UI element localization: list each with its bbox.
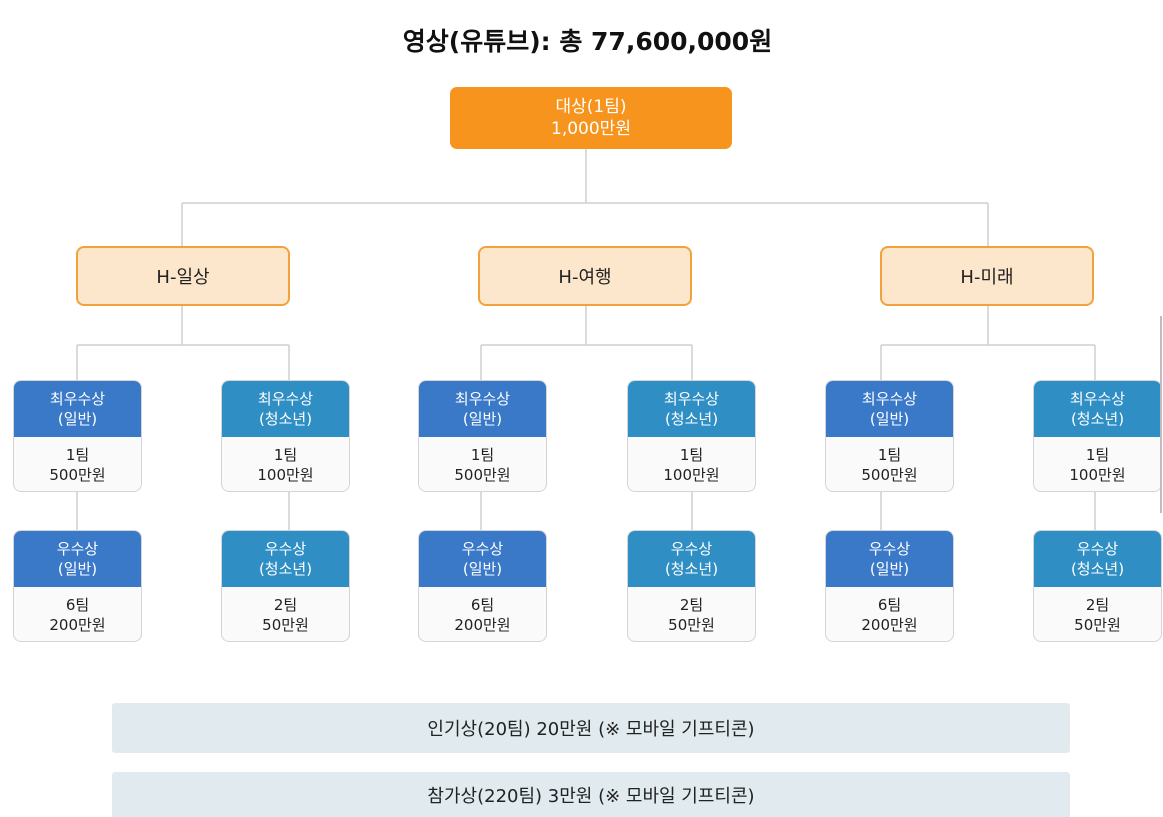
award-group: (청소년) <box>664 560 719 578</box>
award-teams: 2팀 <box>1085 596 1110 614</box>
award-amount: 100만원 <box>663 466 720 484</box>
award-amount: 200만원 <box>861 616 918 634</box>
award-teams: 6팀 <box>877 596 902 614</box>
award-amount: 500만원 <box>861 466 918 484</box>
popularity-prize-text: 인기상(20팀) 20만원 (※ 모바일 기프티콘) <box>427 719 755 740</box>
award-teams: 1팀 <box>65 446 90 464</box>
participation-prize-text: 참가상(220팀) 3만원 (※ 모바일 기프티콘) <box>427 785 755 807</box>
popularity-prize-bar: 인기상(20팀) 20만원 (※ 모바일 기프티콘) <box>112 703 1070 753</box>
award-amount: 100만원 <box>257 466 314 484</box>
category-node-daily: H-일상 <box>76 246 290 306</box>
award-teams: 1팀 <box>877 446 902 464</box>
scrollbar-track[interactable] <box>1160 316 1162 513</box>
award-name: 우수상 <box>1076 540 1119 558</box>
award-teams: 1팀 <box>1085 446 1110 464</box>
award-group: (청소년) <box>258 410 313 428</box>
award-group: (청소년) <box>1070 410 1125 428</box>
award-name: 우수상 <box>264 540 307 558</box>
award-amount: 50만원 <box>262 616 309 634</box>
category-label: H-일상 <box>156 267 210 288</box>
award-name: 최우수상 <box>454 390 511 408</box>
award-name: 최우수상 <box>663 390 720 408</box>
page-title: 영상(유튜브): 총 77,600,000원 <box>402 27 773 56</box>
category-node-travel: H-여행 <box>478 246 692 306</box>
grand-prize-node: 대상(1팀) 1,000만원 <box>450 87 732 149</box>
award-group: (청소년) <box>1070 560 1125 578</box>
award-card-top-youth: 최우수상 (청소년) 1팀 100만원 <box>1033 380 1162 492</box>
award-amount: 100만원 <box>1069 466 1126 484</box>
award-name: 최우수상 <box>257 390 314 408</box>
award-card-excellence-general: 우수상 (일반) 6팀 200만원 <box>825 530 954 642</box>
award-group: (일반) <box>57 410 98 428</box>
award-amount: 500만원 <box>454 466 511 484</box>
award-amount: 200만원 <box>454 616 511 634</box>
award-teams: 1팀 <box>679 446 704 464</box>
award-teams: 1팀 <box>273 446 298 464</box>
award-teams: 6팀 <box>470 596 495 614</box>
award-name: 우수상 <box>670 540 713 558</box>
award-group: (일반) <box>462 410 503 428</box>
award-card-excellence-youth: 우수상 (청소년) 2팀 50만원 <box>221 530 350 642</box>
award-name: 우수상 <box>461 540 504 558</box>
award-name: 최우수상 <box>49 390 106 408</box>
award-amount: 50만원 <box>1074 616 1121 634</box>
award-name: 최우수상 <box>1069 390 1126 408</box>
award-group: (청소년) <box>664 410 719 428</box>
award-card-top-general: 최우수상 (일반) 1팀 500만원 <box>13 380 142 492</box>
participation-prize-bar: 참가상(220팀) 3만원 (※ 모바일 기프티콘) <box>112 772 1070 817</box>
award-group: (일반) <box>869 410 910 428</box>
award-amount: 200만원 <box>49 616 106 634</box>
award-group: (일반) <box>869 560 910 578</box>
award-card-excellence-youth: 우수상 (청소년) 2팀 50만원 <box>1033 530 1162 642</box>
award-teams: 2팀 <box>273 596 298 614</box>
award-card-top-youth: 최우수상 (청소년) 1팀 100만원 <box>627 380 756 492</box>
award-name: 우수상 <box>868 540 911 558</box>
award-card-excellence-youth: 우수상 (청소년) 2팀 50만원 <box>627 530 756 642</box>
award-card-top-youth: 최우수상 (청소년) 1팀 100만원 <box>221 380 350 492</box>
award-card-top-general: 최우수상 (일반) 1팀 500만원 <box>418 380 547 492</box>
category-node-future: H-미래 <box>880 246 1094 306</box>
award-group: (일반) <box>57 560 98 578</box>
category-label: H-여행 <box>558 267 612 288</box>
award-card-top-general: 최우수상 (일반) 1팀 500만원 <box>825 380 954 492</box>
award-teams: 1팀 <box>470 446 495 464</box>
award-card-excellence-general: 우수상 (일반) 6팀 200만원 <box>418 530 547 642</box>
award-teams: 2팀 <box>679 596 704 614</box>
award-group: (일반) <box>462 560 503 578</box>
award-group: (청소년) <box>258 560 313 578</box>
award-card-excellence-general: 우수상 (일반) 6팀 200만원 <box>13 530 142 642</box>
award-amount: 50만원 <box>668 616 715 634</box>
award-teams: 6팀 <box>65 596 90 614</box>
award-name: 우수상 <box>56 540 99 558</box>
award-name: 최우수상 <box>861 390 918 408</box>
grand-prize-amount: 1,000만원 <box>551 119 631 139</box>
grand-prize-label: 대상(1팀) <box>555 97 627 117</box>
category-label: H-미래 <box>960 267 1014 288</box>
award-amount: 500만원 <box>49 466 106 484</box>
